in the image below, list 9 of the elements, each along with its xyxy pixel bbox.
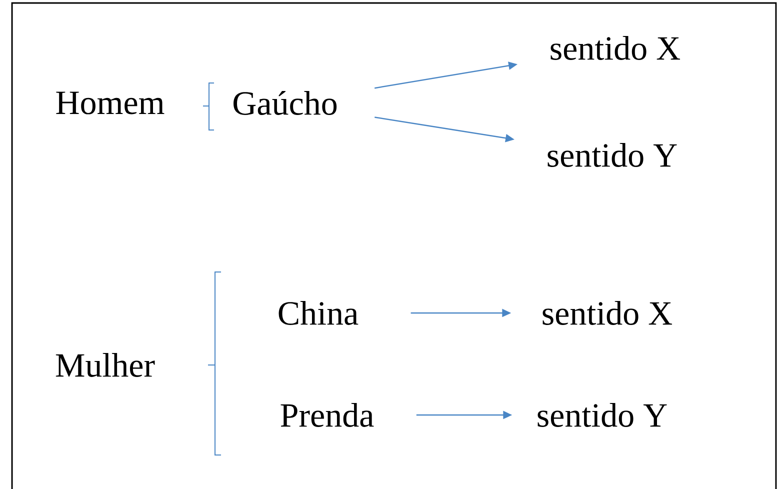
text-label: sentido X	[542, 301, 672, 325]
text-label: sentido Y	[548, 143, 677, 167]
text-label: China	[278, 301, 358, 325]
text-label: Prenda	[280, 403, 374, 427]
text-label: sentido X	[550, 36, 680, 60]
text-label: Homem	[56, 92, 164, 114]
text-label: Mulher	[56, 353, 155, 377]
text-label: sentido Y	[538, 403, 667, 427]
text-label: Gaúcho	[234, 91, 337, 115]
